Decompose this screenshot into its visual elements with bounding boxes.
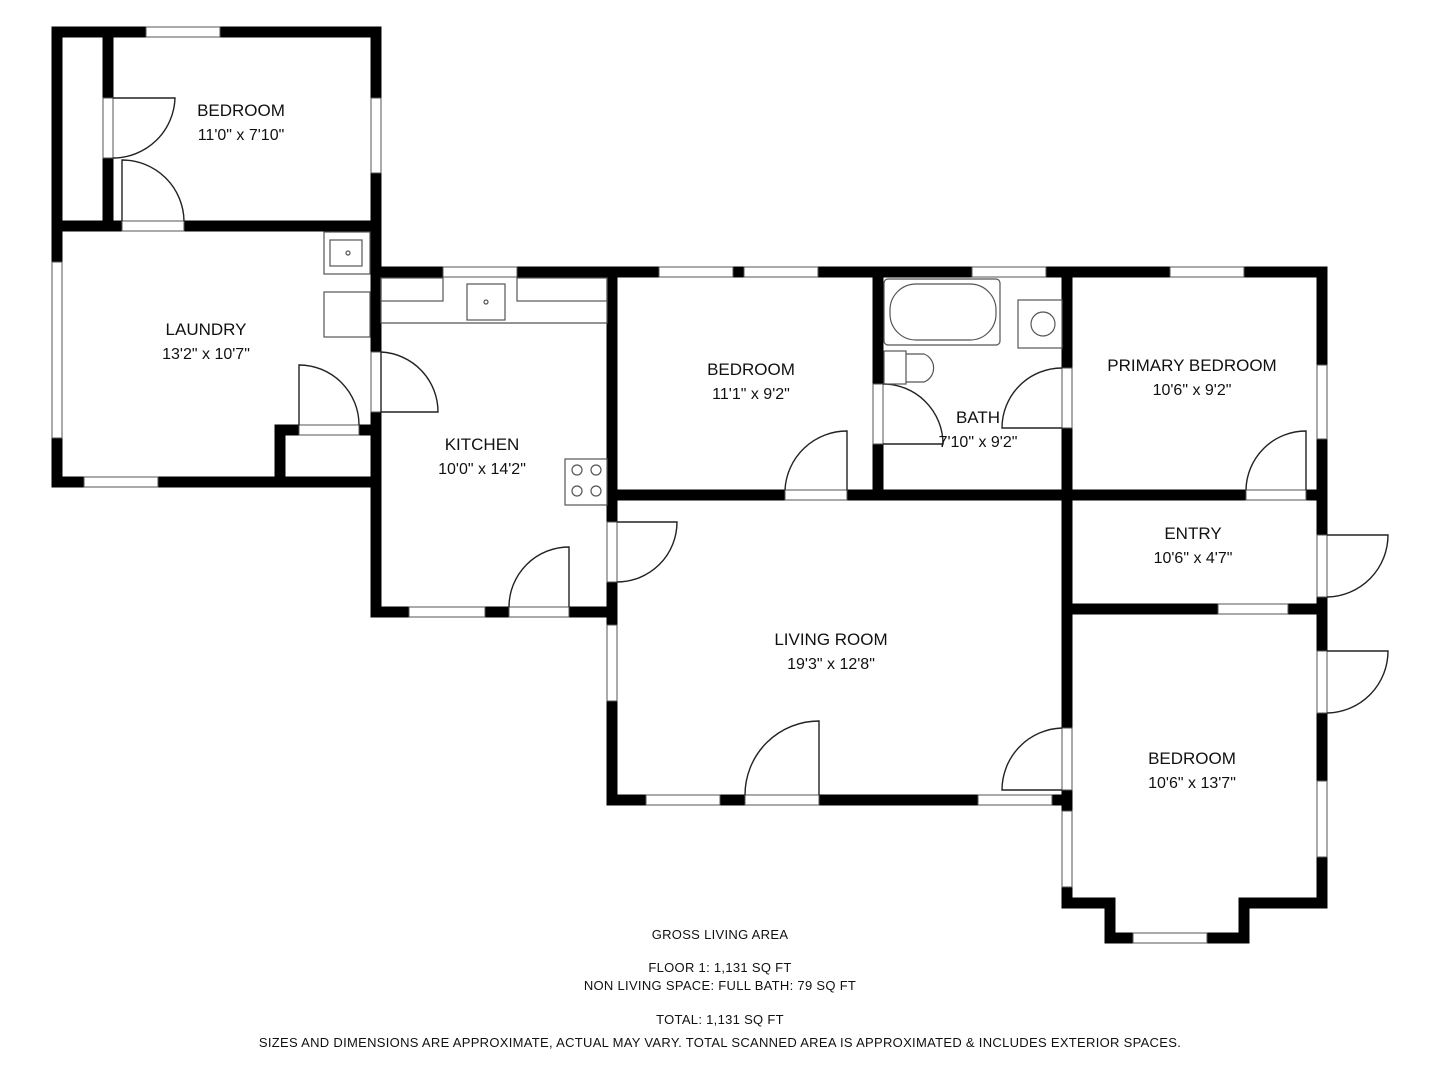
room-dims-bedroom-nw: 11'0" x 7'10" [198,127,285,144]
room-name-kitchen: KITCHEN [445,435,520,454]
non-living-space-area: NON LIVING SPACE: FULL BATH: 79 SQ FT [583,978,857,993]
bathtub-icon [883,278,1001,346]
disclaimer: SIZES AND DIMENSIONS ARE APPROXIMATE, AC… [258,1035,1182,1050]
room-name-entry: ENTRY [1164,524,1221,543]
room-dims-kitchen: 10'0" x 14'2" [438,461,526,478]
room-name-laundry: LAUNDRY [166,320,247,339]
room-name-primary-bedroom: PRIMARY BEDROOM [1107,356,1276,375]
floor-1-area: FLOOR 1: 1,131 SQ FT [648,960,792,975]
room-name-bedroom-center: BEDROOM [707,360,795,379]
room-dims-laundry: 13'2" x 10'7" [162,346,250,363]
toilet-icon [883,350,907,385]
room-labels: BEDROOM 11'0" x 7'10" LAUNDRY 13'2" x 10… [162,101,1277,792]
room-dims-entry: 10'6" x 4'7" [1154,550,1233,567]
room-dims-living-room: 19'3" x 12'8" [787,656,875,673]
windows [51,26,1328,944]
room-name-bath: BATH [956,408,1000,427]
room-name-bedroom-se: BEDROOM [1148,749,1236,768]
bath-sink-icon [1017,299,1063,349]
fixtures [323,231,1063,506]
gross-living-area-heading: GROSS LIVING AREA [651,927,789,942]
room-name-bedroom-nw: BEDROOM [197,101,285,120]
kitchen-sink-icon [466,283,506,321]
room-dims-primary-bedroom: 10'6" x 9'2" [1153,382,1232,399]
room-dims-bedroom-center: 11'1" x 9'2" [712,386,790,403]
room-dims-bath: 7'10" x 9'2" [939,434,1018,451]
stove-icon [564,458,608,506]
room-name-living-room: LIVING ROOM [774,630,887,649]
laundry-sink-icon [323,231,371,275]
doors [102,97,1389,806]
total-area: TOTAL: 1,131 SQ FT [656,1012,784,1027]
laundry-counter-icon [323,291,371,338]
room-dims-bedroom-se: 10'6" x 13'7" [1148,775,1236,792]
